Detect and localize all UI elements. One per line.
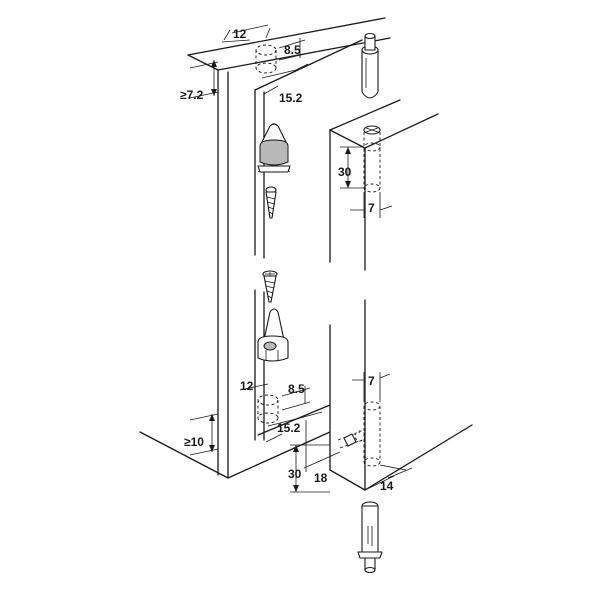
dim-door-bottom-depth: 18 <box>314 471 328 485</box>
dim-door-edge: 14 <box>380 479 394 493</box>
bottom-screw <box>262 270 278 303</box>
door-panel <box>329 99 473 491</box>
top-screw <box>265 186 277 219</box>
top-hinge-pin <box>361 32 379 99</box>
bottom-bushing <box>257 308 289 362</box>
top-left-dimension-lines <box>189 24 309 99</box>
door-top-pin-hole <box>340 125 393 218</box>
cabinet-bottom-panel <box>139 289 331 479</box>
dim-bottom-spacing: 8.5 <box>288 382 305 396</box>
dim-door-top-height: 30 <box>338 165 352 179</box>
dim-top-spacing: 8.5 <box>284 43 301 57</box>
dim-bottom-offset: 15.2 <box>277 421 301 435</box>
dim-door-bottom-height: 30 <box>288 467 302 481</box>
dim-door-top-hole: 7 <box>368 201 375 215</box>
bottom-left-dimension-lines <box>189 383 323 456</box>
door-bottom-pin-hole <box>290 372 413 493</box>
dim-door-bottom-hole: 7 <box>368 374 375 388</box>
bottom-drill-hole <box>257 394 279 424</box>
dim-top-edge-min: ≥7.2 <box>180 88 204 102</box>
dim-top-offset: 15.2 <box>279 91 303 105</box>
top-drill-hole <box>255 44 277 74</box>
dim-bottom-edge-min: ≥10 <box>184 435 204 449</box>
top-bushing <box>257 123 291 173</box>
bottom-hinge-pin <box>357 501 383 574</box>
dim-bottom-depth: 12 <box>240 379 254 393</box>
dim-top-depth: 12 <box>233 27 247 41</box>
cabinet-left-side-panel <box>217 39 363 479</box>
